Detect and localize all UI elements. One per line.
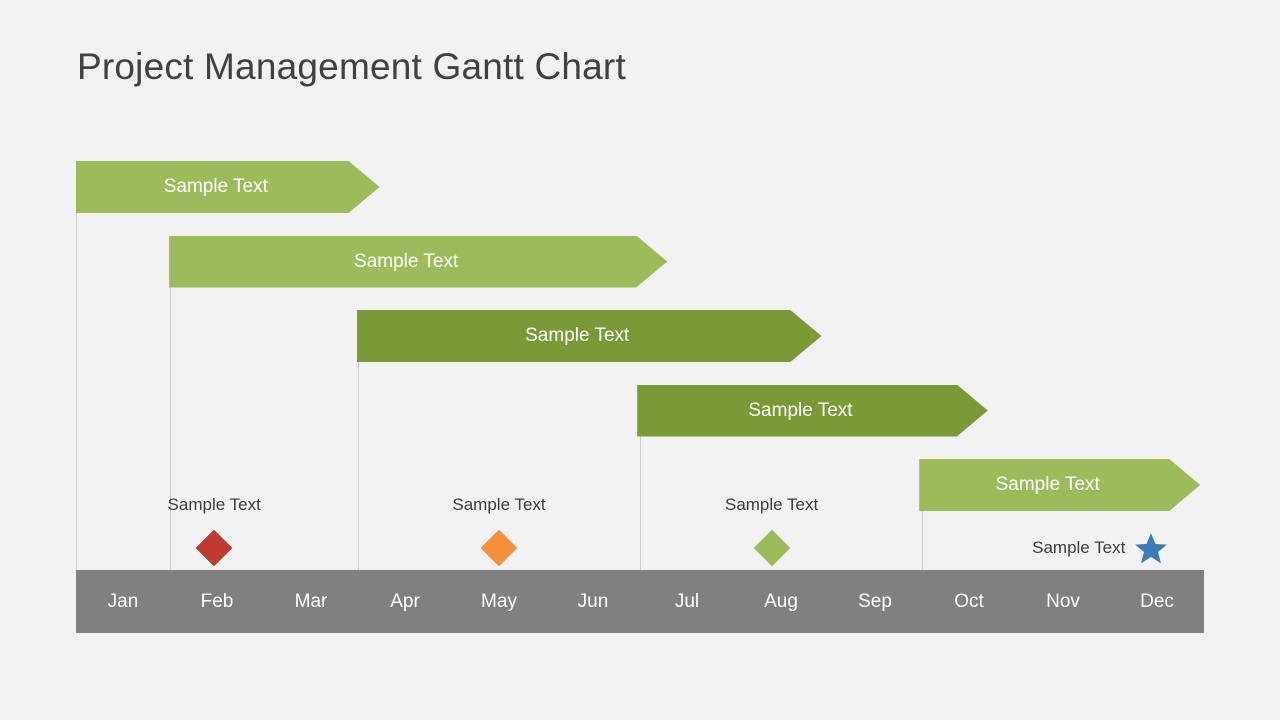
milestone-label: Sample Text	[724, 495, 819, 514]
gantt-bar-label: Sample Text	[525, 325, 630, 346]
axis-month-apr[interactable]: Apr	[390, 590, 420, 612]
gantt-bar-label: Sample Text	[354, 250, 459, 272]
gridline-jan	[76, 161, 77, 570]
milestone-diamond-icon[interactable]	[480, 529, 518, 567]
milestone-label: Sample Text	[167, 495, 261, 514]
gantt-bar-label: Sample Text	[163, 176, 268, 197]
axis-month-jan[interactable]: Jan	[107, 590, 139, 612]
month-axis: Jan Feb Mar Apr May Jun Jul Aug Sep Oct Nov Dec	[76, 570, 1204, 633]
milestone-label: Sample Text	[1032, 538, 1126, 557]
axis-month-oct[interactable]: Oct	[954, 590, 984, 612]
axis-month-nov[interactable]: Nov	[1046, 590, 1080, 612]
axis-month-aug[interactable]: Aug	[764, 590, 798, 612]
gantt-bar-label: Sample Text	[748, 399, 853, 421]
milestone-star-icon[interactable]	[1134, 531, 1168, 565]
axis-month-dec[interactable]: Dec	[1140, 590, 1174, 612]
gantt-bar[interactable]: Sample Text	[919, 459, 1201, 511]
gantt-bar-label: Sample Text	[995, 474, 1100, 495]
gantt-bar[interactable]: Sample Text	[76, 161, 380, 213]
axis-month-may[interactable]: May	[481, 590, 517, 612]
gridline-feb	[170, 235, 171, 570]
gantt-bar[interactable]: Sample Text	[357, 310, 822, 362]
gridline-jul	[640, 384, 641, 570]
milestone-label: Sample Text	[452, 495, 546, 514]
axis-month-feb[interactable]: Feb	[200, 590, 234, 612]
gantt-bar[interactable]: Sample Text	[637, 384, 988, 437]
axis-month-sep[interactable]: Sep	[858, 590, 892, 612]
gantt-bar[interactable]: Sample Text	[169, 235, 668, 288]
page-title: Project Management Gantt Chart	[77, 46, 626, 87]
gridline-apr	[358, 310, 359, 570]
axis-month-jul[interactable]: Jul	[674, 590, 700, 612]
axis-month-jun[interactable]: Jun	[577, 590, 609, 612]
milestone-diamond-icon[interactable]	[753, 529, 790, 567]
axis-month-mar[interactable]: Mar	[294, 590, 328, 612]
milestone-diamond-icon[interactable]	[195, 529, 233, 567]
gridline-oct	[922, 459, 923, 570]
